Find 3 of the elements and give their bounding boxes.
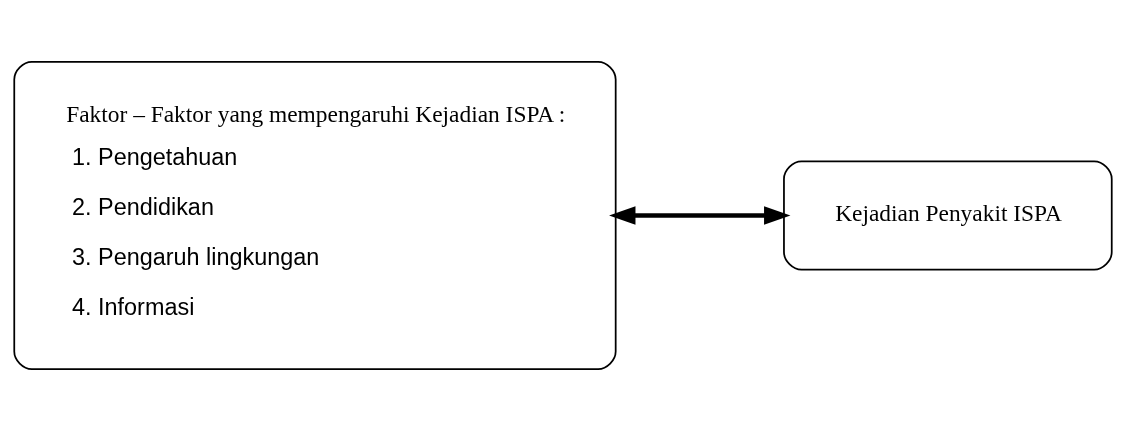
node-box: Faktor – Faktor yang mempengaruhi Kejadian ISPA : 1. Pengetahuan 2. Pendidikan 3. Pengaruh lingkungan 4. Informasi bbox=[13, 60, 617, 370]
arrow bbox=[609, 205, 791, 225]
node-box: Kejadian Penyakit ISPA bbox=[783, 160, 1113, 270]
